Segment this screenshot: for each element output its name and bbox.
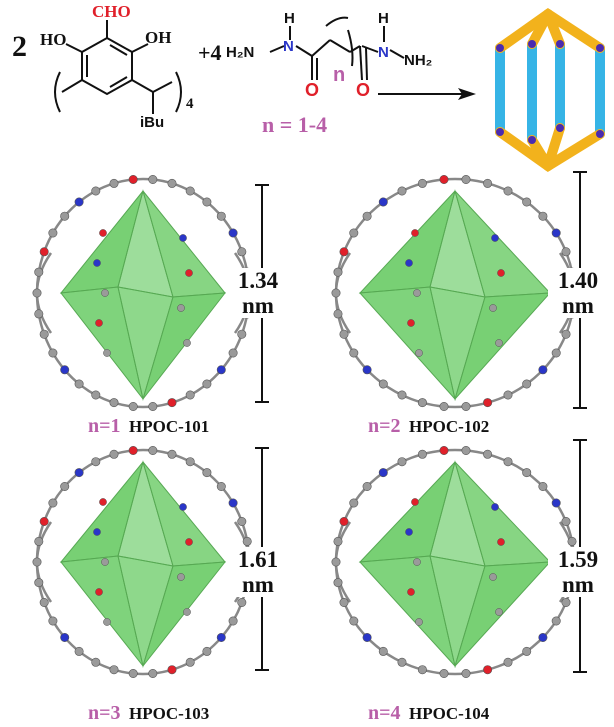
- aldehyde-label: CHO: [92, 2, 131, 21]
- nitrogen-left-label: N: [283, 38, 294, 55]
- n-range-label: n = 1-4: [262, 112, 328, 137]
- cage-size-unit: nm: [562, 572, 594, 597]
- cage-prism-schematic: [495, 7, 605, 172]
- oxygen-right-label: O: [356, 80, 371, 100]
- resorcinarene-structure: [54, 20, 182, 114]
- cage-name: HPOC-102: [409, 417, 490, 436]
- coefficient-2: 2: [12, 30, 27, 63]
- hydrogen-left-label: H: [284, 10, 295, 27]
- cage-n-value: n=4: [368, 702, 401, 724]
- cage-name: HPOC-104: [409, 704, 490, 723]
- cage-size-unit: nm: [242, 572, 274, 597]
- reaction-arrow: [378, 88, 476, 100]
- cage-size-unit: nm: [562, 293, 594, 318]
- cage-label-1: n=1 HPOC-101: [88, 415, 209, 438]
- cage-label-2: n=2 HPOC-102: [368, 415, 489, 438]
- cage-name: HPOC-103: [129, 704, 210, 723]
- cage-size-unit: nm: [242, 293, 274, 318]
- cage-n-value: n=3: [88, 702, 121, 724]
- amine-left-label: H₂N: [226, 44, 255, 61]
- amine-right-label: NH₂: [404, 52, 433, 69]
- dihydrazide-structure: [269, 16, 405, 81]
- cage-size-value: 1.61: [237, 547, 279, 572]
- oxygen-left-label: O: [305, 80, 320, 100]
- cage-size-value: 1.59: [557, 547, 599, 572]
- hydroxyl-right-label: OH: [145, 28, 172, 47]
- subscript-4: 4: [186, 96, 194, 112]
- cage-label-3: n=3 HPOC-103: [88, 702, 209, 725]
- cage-size-value: 1.40: [557, 268, 599, 293]
- coefficient-4: +4: [198, 40, 222, 65]
- nitrogen-right-label: N: [378, 44, 389, 61]
- chain-n-label: n: [333, 64, 346, 86]
- isobutyl-label: iBu: [140, 114, 165, 131]
- hydroxyl-left-label: HO: [40, 30, 67, 49]
- cage-label-4: n=4 HPOC-104: [368, 702, 489, 725]
- cage-n-value: n=2: [368, 415, 401, 437]
- cage-name: HPOC-101: [129, 417, 210, 436]
- cage-size-value: 1.34: [237, 268, 279, 293]
- hydrogen-right-label: H: [378, 10, 389, 27]
- cage-n-value: n=1: [88, 415, 121, 437]
